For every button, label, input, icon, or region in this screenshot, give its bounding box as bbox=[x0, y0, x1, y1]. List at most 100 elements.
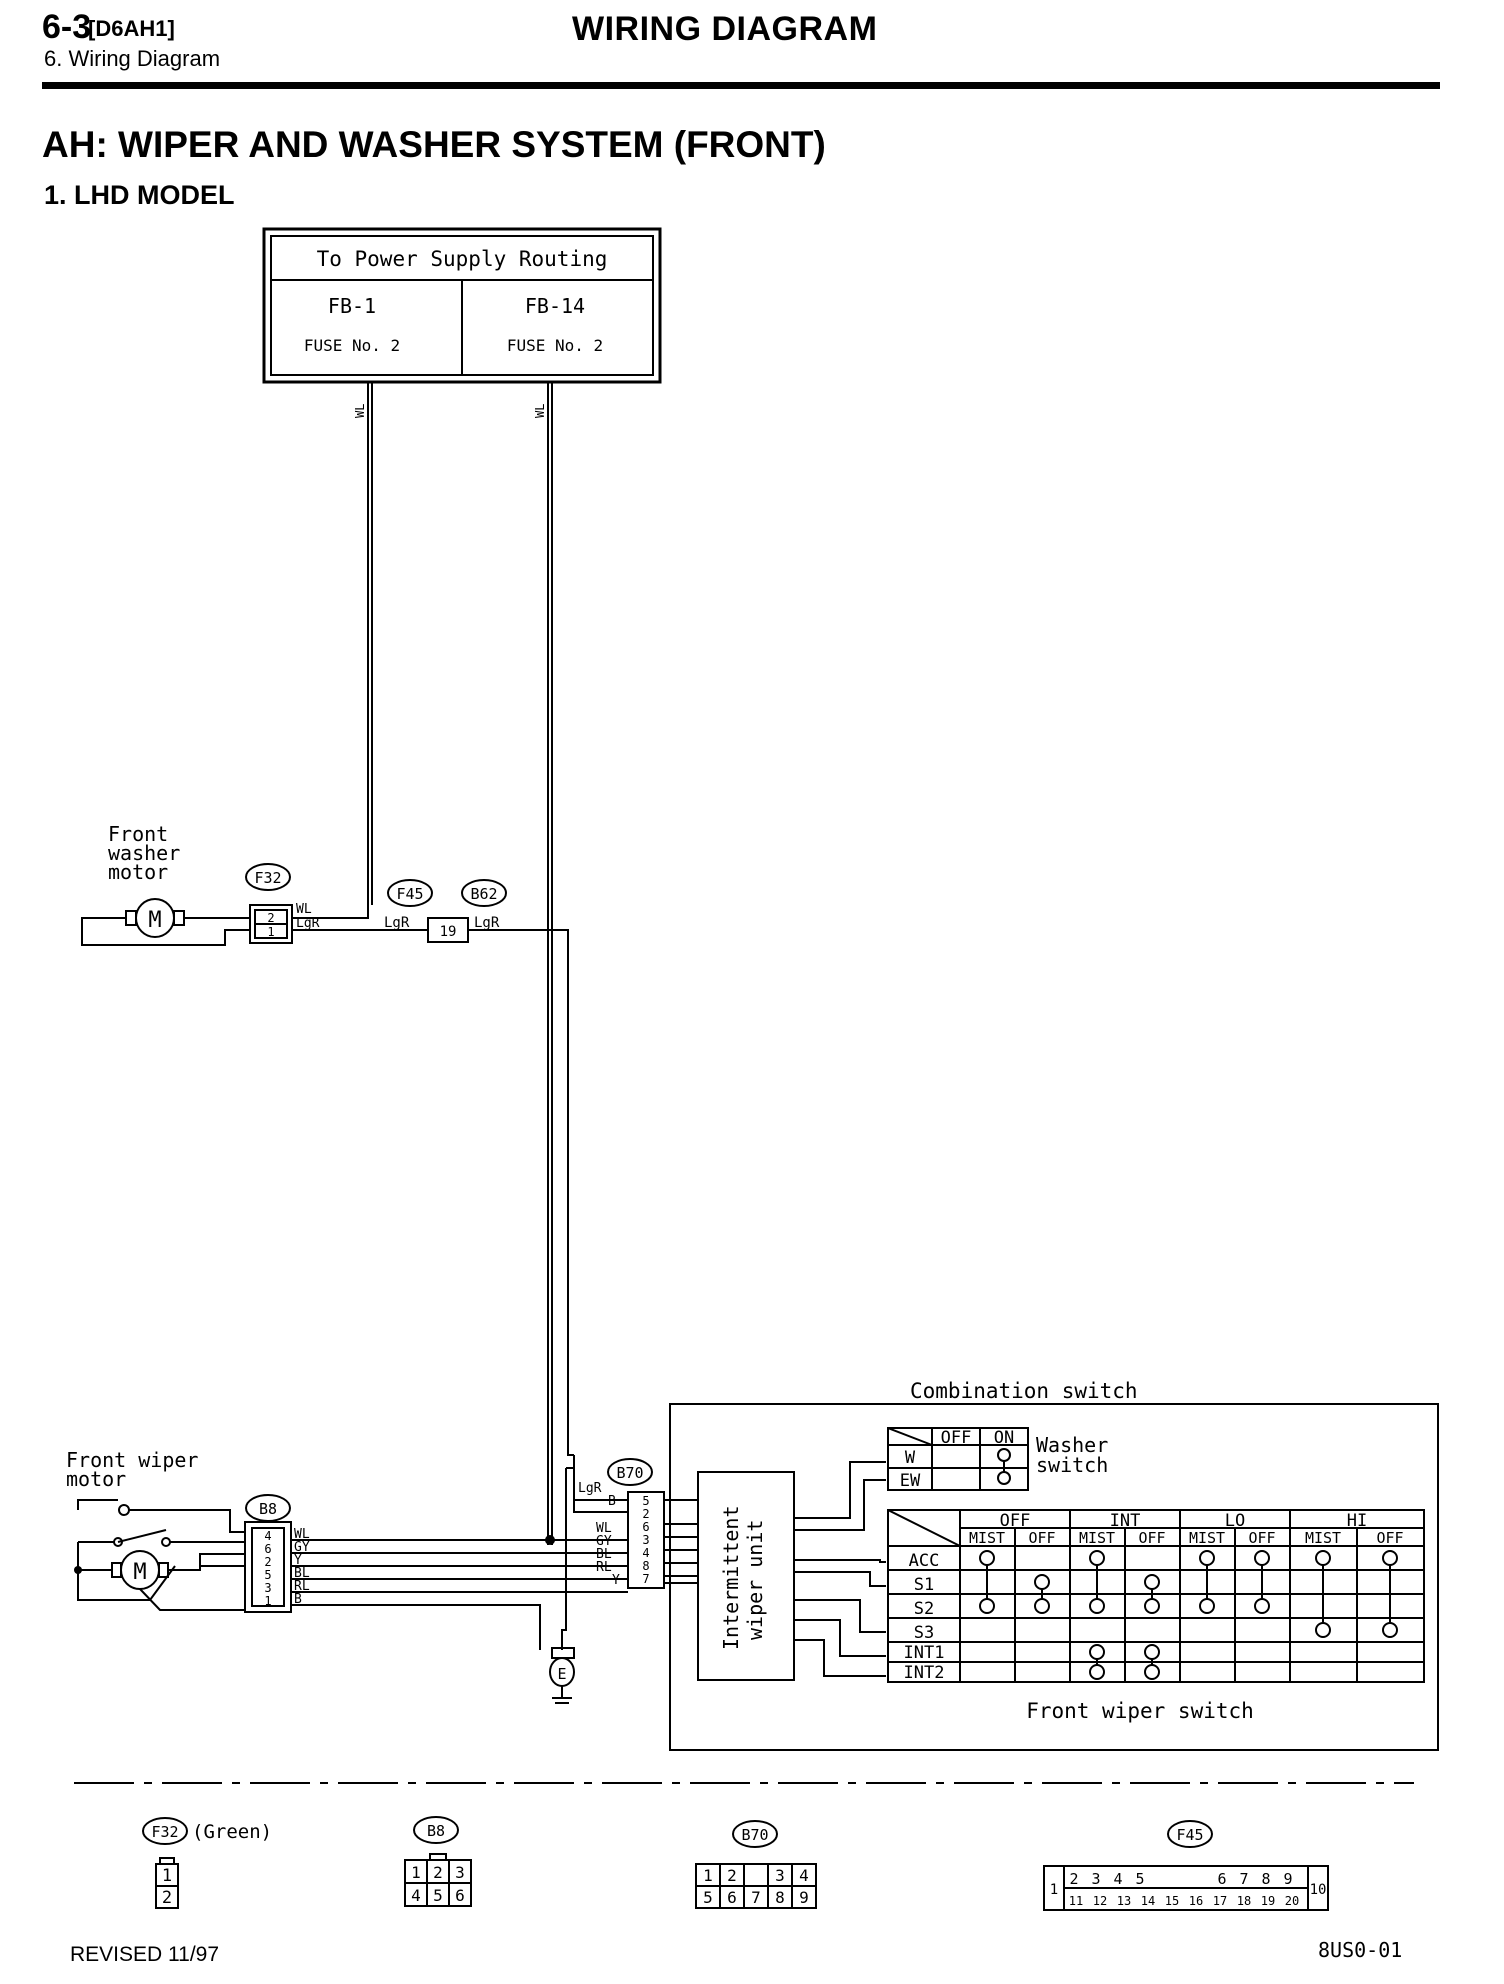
svg-text:MIST: MIST bbox=[1305, 1529, 1341, 1547]
figure-code: 8US0-01 bbox=[1318, 1938, 1403, 1962]
washer-col-on: ON bbox=[994, 1428, 1014, 1448]
b70-connector-group: B70 5 2 6 3 4 8 7 LgR B WL GY BL RL Y bbox=[573, 1455, 698, 1593]
washer-col-off: OFF bbox=[941, 1428, 972, 1448]
svg-text:7: 7 bbox=[1239, 1870, 1248, 1888]
combination-switch-title: Combination switch bbox=[910, 1379, 1138, 1403]
connector-view-f32: F32 (Green) 1 2 bbox=[142, 1817, 272, 1909]
f45-tag bbox=[387, 879, 433, 907]
svg-text:E: E bbox=[557, 1665, 566, 1683]
svg-text:B70: B70 bbox=[741, 1826, 768, 1844]
svg-text:1: 1 bbox=[264, 1594, 271, 1608]
svg-text:LgR: LgR bbox=[384, 915, 410, 931]
wiper-switch-table: OFF INT LO HI MIST OFF MIST OFF MIST OFF… bbox=[887, 1509, 1425, 1723]
svg-text:S3: S3 bbox=[914, 1623, 934, 1643]
svg-text:8: 8 bbox=[775, 1888, 785, 1907]
svg-text:OFF: OFF bbox=[1376, 1529, 1403, 1547]
svg-text:17: 17 bbox=[1213, 1894, 1227, 1908]
section-number: 6-3 bbox=[42, 8, 92, 46]
wiper-motor-label-2: motor bbox=[66, 1467, 126, 1491]
svg-text:Intermittent: Intermittent bbox=[719, 1506, 743, 1651]
svg-text:2: 2 bbox=[264, 1555, 271, 1569]
svg-text:B: B bbox=[608, 1494, 616, 1509]
svg-text:MIST: MIST bbox=[1079, 1529, 1115, 1547]
b62-tag bbox=[461, 879, 507, 907]
svg-text:LgR: LgR bbox=[474, 915, 500, 931]
svg-text:GY: GY bbox=[294, 1540, 310, 1555]
svg-text:16: 16 bbox=[1189, 1894, 1203, 1908]
svg-text:F32: F32 bbox=[254, 869, 281, 887]
svg-text:MIST: MIST bbox=[1189, 1529, 1225, 1547]
svg-text:B8: B8 bbox=[427, 1822, 445, 1840]
page-title: WIRING DIAGRAM bbox=[572, 10, 878, 48]
b70-wire-labels: LgR B WL GY BL RL Y bbox=[578, 1481, 620, 1588]
washer-switch-table: OFF ON W EW Washer switch bbox=[887, 1427, 1108, 1491]
washer-switch-label-1: Washer bbox=[1036, 1433, 1108, 1457]
svg-text:3: 3 bbox=[775, 1866, 785, 1885]
svg-text:OFF: OFF bbox=[1028, 1529, 1055, 1547]
wiper-group-hi: HI bbox=[1347, 1511, 1367, 1531]
svg-text:5: 5 bbox=[433, 1886, 443, 1905]
svg-text:wiper unit: wiper unit bbox=[743, 1520, 767, 1640]
page-subtitle: 6. Wiring Diagram bbox=[44, 46, 221, 71]
svg-text:8: 8 bbox=[642, 1559, 649, 1573]
connector-view-b8: B8 1 2 3 4 5 6 bbox=[404, 1816, 472, 1907]
svg-text:INT1: INT1 bbox=[904, 1643, 945, 1663]
fb1-fuse: FUSE No. 2 bbox=[304, 336, 400, 355]
svg-text:1: 1 bbox=[1050, 1882, 1058, 1898]
svg-text:LgR: LgR bbox=[296, 916, 320, 931]
svg-text:6: 6 bbox=[642, 1520, 649, 1534]
fb14-label: FB-14 bbox=[525, 294, 585, 318]
washer-motor-label-2: washer bbox=[108, 841, 180, 865]
power-supply-box: To Power Supply Routing FB-1 FUSE No. 2 … bbox=[262, 227, 662, 384]
svg-text:B70: B70 bbox=[616, 1464, 643, 1482]
svg-text:9: 9 bbox=[1283, 1870, 1292, 1888]
svg-text:9: 9 bbox=[799, 1888, 809, 1907]
svg-text:15: 15 bbox=[1165, 1894, 1179, 1908]
f32-connector bbox=[249, 904, 293, 944]
header-rule bbox=[42, 82, 1440, 89]
intermittent-wiper-unit bbox=[697, 1471, 795, 1681]
svg-text:4: 4 bbox=[411, 1886, 421, 1905]
f45-bottom-pins: 11 12 13 14 15 16 17 18 19 20 bbox=[1069, 1894, 1299, 1908]
svg-text:F45: F45 bbox=[396, 885, 423, 903]
svg-text:2: 2 bbox=[162, 1888, 172, 1908]
svg-text:2: 2 bbox=[727, 1866, 737, 1885]
f32-tag bbox=[245, 863, 291, 891]
combination-switch: Combination switch Intermittent wiper un… bbox=[669, 1379, 1439, 1751]
svg-text:S2: S2 bbox=[914, 1599, 934, 1619]
svg-text:19: 19 bbox=[440, 924, 457, 940]
svg-text:5: 5 bbox=[703, 1888, 713, 1907]
svg-text:OFF: OFF bbox=[1138, 1529, 1165, 1547]
power-wires: WL WL bbox=[353, 382, 553, 1545]
fb14-fuse: FUSE No. 2 bbox=[507, 336, 603, 355]
wiper-group-int: INT bbox=[1110, 1511, 1141, 1531]
svg-text:F45: F45 bbox=[1176, 1826, 1203, 1844]
connector-view-b70: B70 1 2 3 4 5 6 7 8 9 bbox=[695, 1820, 817, 1909]
svg-text:BL: BL bbox=[596, 1547, 612, 1562]
svg-text:RL: RL bbox=[596, 1560, 612, 1575]
svg-text:8: 8 bbox=[1261, 1870, 1270, 1888]
svg-text:MIST: MIST bbox=[969, 1529, 1005, 1547]
svg-text:3: 3 bbox=[1091, 1870, 1100, 1888]
svg-text:4: 4 bbox=[1113, 1870, 1122, 1888]
svg-text:6: 6 bbox=[455, 1886, 465, 1905]
svg-text:1: 1 bbox=[162, 1866, 172, 1886]
svg-text:Y: Y bbox=[612, 1573, 620, 1588]
svg-text:WL: WL bbox=[596, 1521, 612, 1536]
svg-text:INT2: INT2 bbox=[904, 1663, 945, 1683]
svg-text:S1: S1 bbox=[914, 1575, 934, 1595]
svg-text:ACC: ACC bbox=[909, 1551, 940, 1571]
svg-text:M: M bbox=[133, 1560, 146, 1585]
svg-text:20: 20 bbox=[1285, 1894, 1299, 1908]
wire-wl-1: WL bbox=[353, 404, 367, 418]
svg-text:3: 3 bbox=[455, 1863, 465, 1882]
svg-text:(Green): (Green) bbox=[192, 1821, 272, 1843]
section-title: AH: WIPER AND WASHER SYSTEM (FRONT) bbox=[42, 124, 826, 165]
connector-view-f45: F45 1 10 2 3 4 5 6 7 8 9 11 12 13 14 15 … bbox=[1043, 1820, 1329, 1911]
svg-text:2: 2 bbox=[642, 1507, 649, 1521]
svg-text:14: 14 bbox=[1141, 1894, 1155, 1908]
washer-motor-label-3: motor bbox=[108, 860, 168, 884]
b70-tag bbox=[607, 1458, 653, 1486]
ground: E bbox=[549, 1467, 575, 1704]
